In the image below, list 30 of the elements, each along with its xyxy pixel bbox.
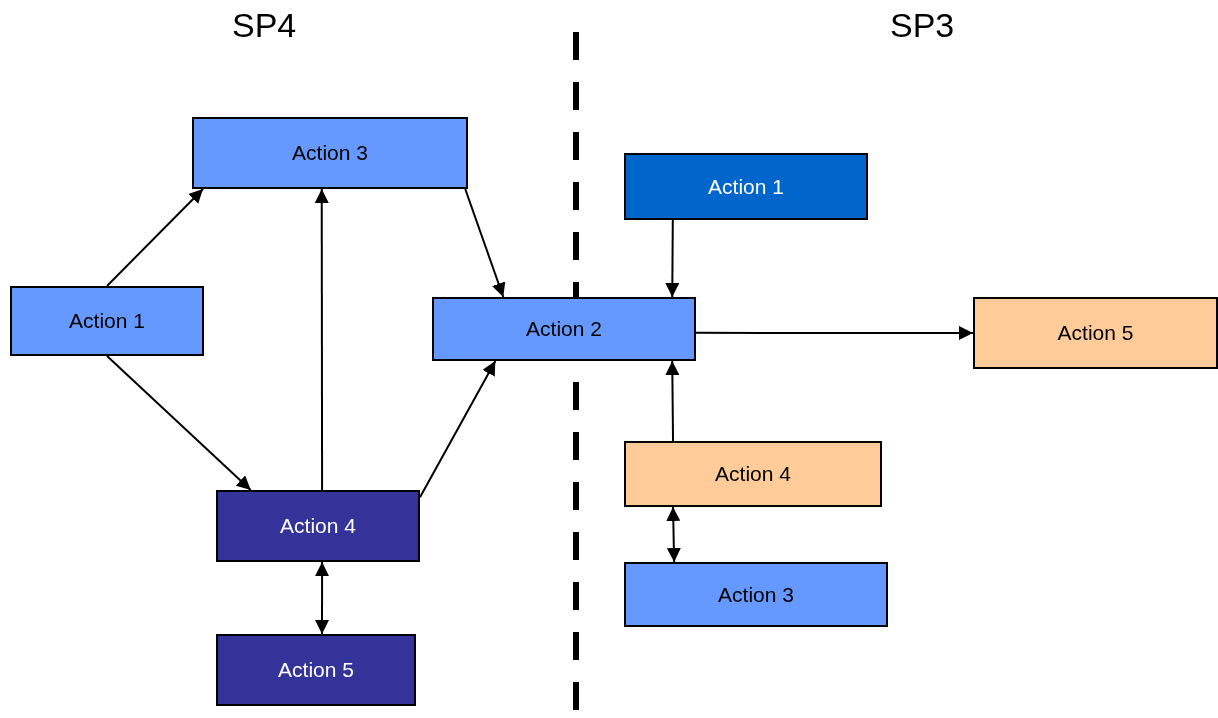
arrow <box>464 188 506 298</box>
process-box <box>216 634 416 706</box>
process-box <box>624 441 882 507</box>
arrow <box>665 219 680 298</box>
box-label: Action 2 <box>526 317 602 341</box>
box-label: Action 1 <box>69 309 145 333</box>
arrow <box>106 355 252 491</box>
arrow <box>315 561 330 635</box>
box-label: Action 3 <box>292 141 368 165</box>
process-box <box>432 297 696 361</box>
process-box <box>192 117 468 189</box>
arrow <box>695 326 974 340</box>
arrow <box>314 188 329 491</box>
box-label: Action 5 <box>1057 321 1134 345</box>
box-label: Action 3 <box>718 582 794 607</box>
arrow <box>106 188 205 287</box>
arrow <box>665 360 680 442</box>
process-box <box>216 490 420 562</box>
process-box <box>624 153 868 220</box>
box-label: Action 1 <box>708 174 784 199</box>
box-label: Action 5 <box>278 658 354 682</box>
arrow <box>419 360 497 499</box>
box-label: Action 4 <box>280 514 356 538</box>
box-label: Action 4 <box>715 462 791 486</box>
process-box <box>973 297 1218 369</box>
section-heading: SP4 <box>232 6 297 45</box>
arrow <box>666 506 681 563</box>
process-box <box>624 562 888 627</box>
section-heading: SP3 <box>890 6 955 45</box>
process-box <box>10 286 204 356</box>
